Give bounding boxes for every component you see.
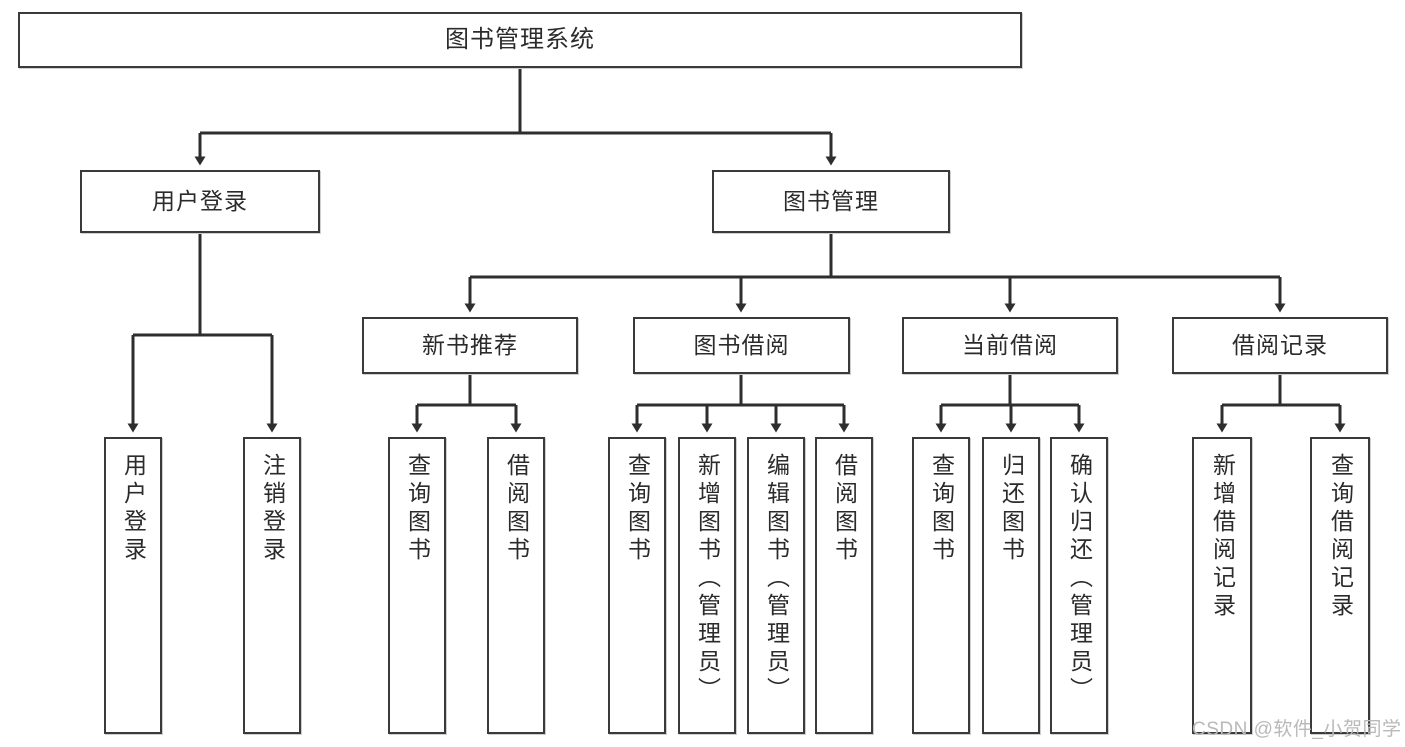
node-level2-0[interactable]: 用户登录 — [80, 170, 320, 233]
node-label: 查询图书 — [928, 453, 955, 565]
node-label: 用户登录 — [120, 453, 147, 565]
node-leaf-9[interactable]: 归还图书 — [982, 437, 1040, 734]
node-leaf-3[interactable]: 借阅图书 — [487, 437, 545, 734]
node-label: 图书管理系统 — [445, 25, 595, 53]
node-label: 查询图书 — [404, 453, 431, 565]
node-label: 图书借阅 — [693, 331, 790, 358]
node-leaf-4[interactable]: 查询图书 — [608, 437, 666, 734]
node-label: 新书推荐 — [422, 331, 518, 358]
node-leaf-8[interactable]: 查询图书 — [912, 437, 970, 734]
node-level3-0[interactable]: 新书推荐 — [362, 317, 578, 374]
node-level3-3[interactable]: 借阅记录 — [1172, 317, 1388, 374]
node-leaf-11[interactable]: 新增借阅记录 — [1192, 437, 1252, 734]
node-leaf-5[interactable]: 新增图书（管理员） — [678, 437, 736, 734]
node-label: 借阅记录 — [1232, 331, 1328, 358]
node-label: 借阅图书 — [503, 453, 530, 565]
node-root[interactable]: 图书管理系统 — [18, 12, 1022, 68]
node-label: 确认归还（管理员） — [1066, 453, 1093, 705]
node-leaf-0[interactable]: 用户登录 — [104, 437, 162, 734]
node-label: 借阅图书 — [831, 453, 858, 565]
node-label: 用户登录 — [152, 187, 248, 214]
node-leaf-12[interactable]: 查询借阅记录 — [1310, 437, 1370, 734]
node-leaf-2[interactable]: 查询图书 — [388, 437, 446, 734]
node-label: 当前借阅 — [962, 331, 1058, 358]
csdn-watermark: CSDN @软件_小贺同学 — [1192, 719, 1402, 740]
node-level3-2[interactable]: 当前借阅 — [902, 317, 1118, 374]
node-label: 编辑图书（管理员） — [763, 453, 790, 705]
node-leaf-6[interactable]: 编辑图书（管理员） — [747, 437, 805, 734]
node-label: 新增图书（管理员） — [694, 453, 721, 705]
node-label: 查询图书 — [624, 453, 651, 565]
node-label: 新增借阅记录 — [1209, 453, 1236, 621]
node-label: 注销登录 — [259, 453, 286, 565]
node-label: 归还图书 — [998, 453, 1025, 565]
node-leaf-7[interactable]: 借阅图书 — [815, 437, 873, 734]
node-level2-1[interactable]: 图书管理 — [712, 170, 950, 233]
node-label: 查询借阅记录 — [1327, 453, 1354, 621]
node-level3-1[interactable]: 图书借阅 — [633, 317, 850, 374]
node-label: 图书管理 — [783, 187, 879, 214]
node-leaf-1[interactable]: 注销登录 — [243, 437, 301, 734]
node-leaf-10[interactable]: 确认归还（管理员） — [1050, 437, 1108, 734]
